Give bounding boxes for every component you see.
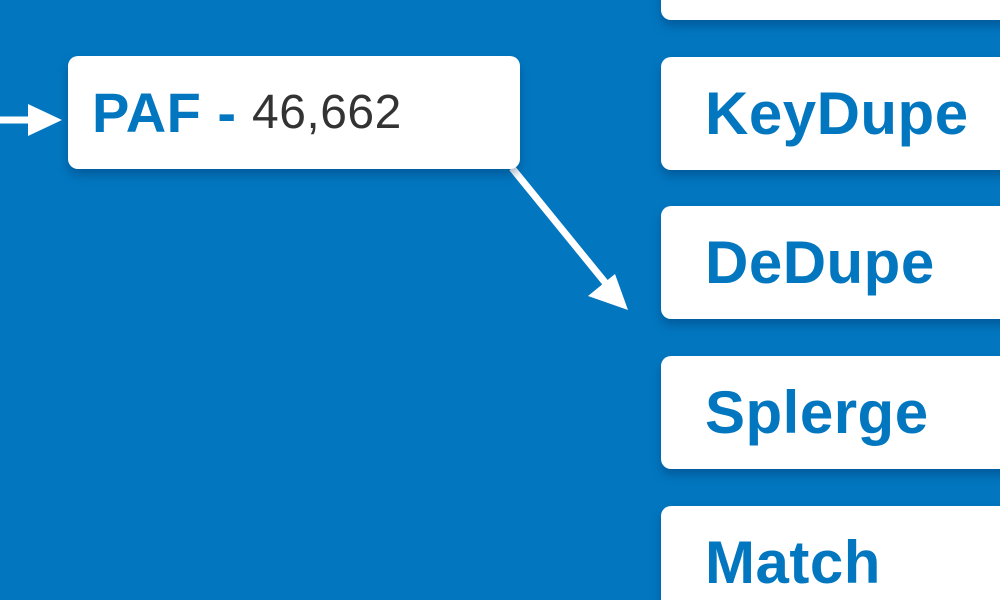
- step-node-splerge: Splerge: [661, 356, 1000, 469]
- step-node-top: [661, 0, 1000, 20]
- step-node-match: Match: [661, 506, 1000, 600]
- source-node: PAF - 46,662: [68, 56, 520, 169]
- step-node-keydupe: KeyDupe: [661, 57, 1000, 170]
- step-label-dedupe: DeDupe: [705, 229, 935, 296]
- step-label-keydupe: KeyDupe: [705, 80, 969, 147]
- step-label-match: Match: [705, 529, 881, 596]
- source-name: PAF: [92, 81, 202, 144]
- incoming-arrow: [0, 104, 62, 136]
- source-count: 46,662: [252, 86, 402, 139]
- step-node-dedupe: DeDupe: [661, 206, 1000, 319]
- source-separator: -: [217, 81, 236, 144]
- step-label-splerge: Splerge: [705, 379, 929, 446]
- outgoing-arrow: [509, 165, 628, 310]
